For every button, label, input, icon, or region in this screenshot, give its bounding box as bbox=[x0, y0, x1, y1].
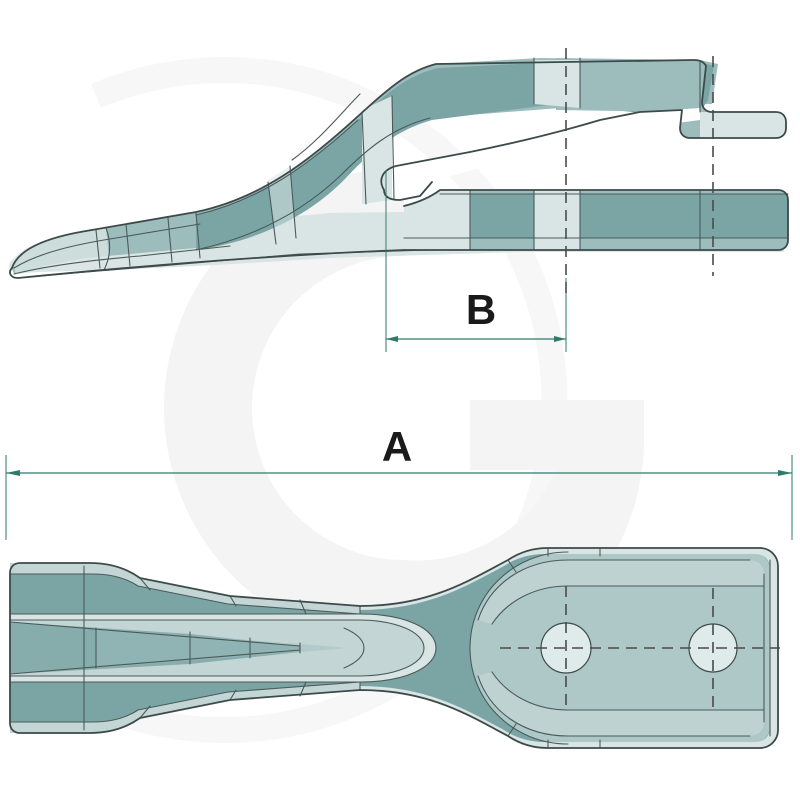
dimension-a-arrow-right bbox=[778, 470, 792, 476]
centerline-group bbox=[500, 48, 780, 712]
dimension-b-label: B bbox=[466, 286, 496, 333]
dimension-a-label: A bbox=[382, 423, 412, 470]
dimension-b-arrow-right bbox=[554, 336, 566, 342]
dimension-a-arrow-left bbox=[6, 470, 20, 476]
dimension-b: B bbox=[385, 170, 567, 352]
dimension-b-arrow-left bbox=[386, 336, 398, 342]
side-elevation-view bbox=[9, 57, 789, 279]
plan-view bbox=[9, 547, 779, 749]
dimension-a: A bbox=[5, 423, 793, 540]
